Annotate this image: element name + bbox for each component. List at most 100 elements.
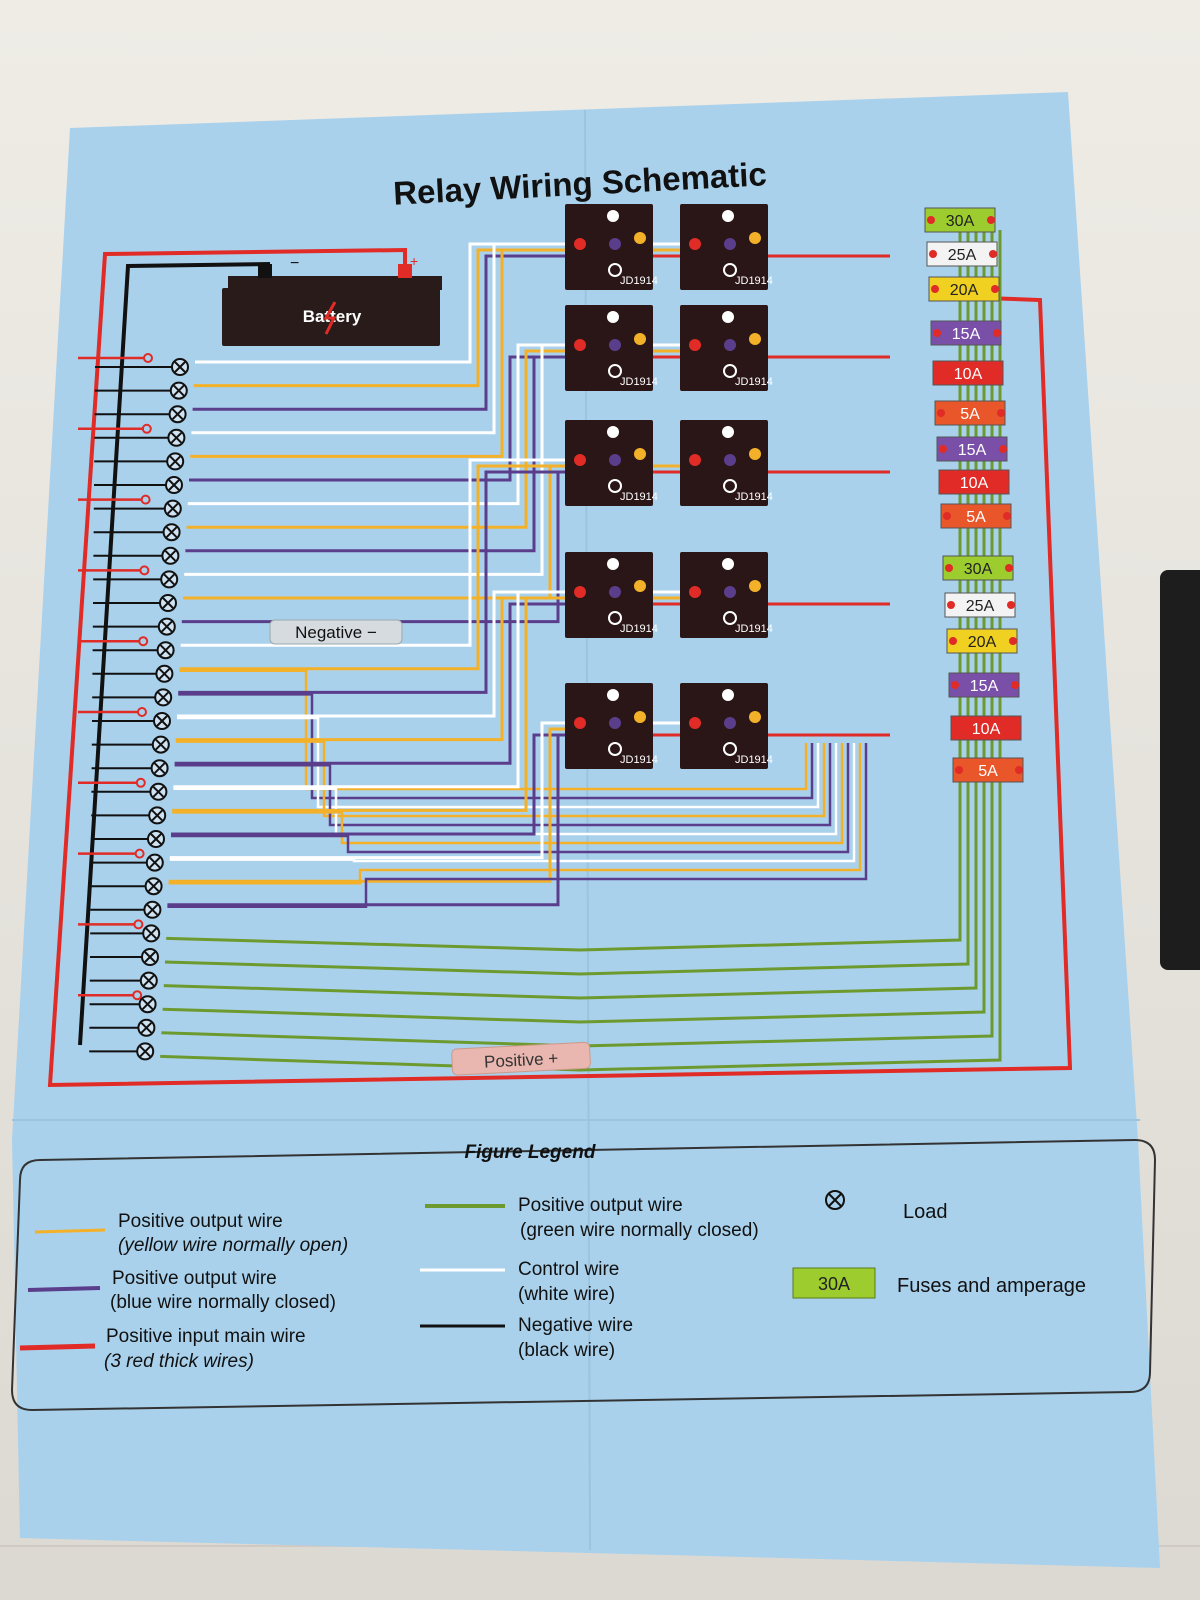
relay-body	[680, 204, 768, 290]
fuse-amperage-label: 20A	[950, 282, 979, 299]
return-wire	[167, 743, 868, 909]
fuse: 5A	[952, 757, 1024, 783]
relay-terminal-red	[574, 454, 586, 466]
fuse-amperage-label: 10A	[960, 475, 989, 492]
relay-model-label: JD1914	[735, 491, 773, 503]
relay: JD1914	[680, 204, 773, 290]
legend-item-4-line2: (green wire normally closed)	[520, 1220, 759, 1241]
relay-terminal-black	[608, 479, 622, 493]
fuse: 5A	[940, 503, 1012, 529]
fuse-terminal	[1013, 724, 1021, 732]
fuse-group: 30A25A20A15A10A5A15A10A5A30A25A20A15A10A…	[924, 207, 1024, 783]
relay-model-label: JD1914	[620, 623, 658, 635]
green-output-wire	[162, 230, 986, 1024]
load-icon	[139, 971, 158, 990]
return-wire	[172, 743, 844, 845]
positive-tag: Positive +	[451, 1041, 591, 1076]
load-icon-cross	[141, 998, 154, 1010]
relay-terminal-red	[689, 339, 701, 351]
return-wire	[168, 743, 862, 885]
load-icon	[160, 570, 179, 589]
load-icon-cross	[173, 384, 185, 397]
legend-fuse-swatch	[792, 1267, 876, 1299]
fuse-terminal	[941, 478, 949, 486]
output-wire	[192, 254, 585, 411]
load-icon-cross	[158, 668, 171, 680]
load-icon	[162, 523, 181, 542]
load-icon	[149, 782, 168, 801]
load-icon-cross	[171, 408, 184, 420]
load-icon	[141, 948, 159, 966]
load-icon-cross	[165, 526, 178, 538]
figure-legend: Figure Legend Positive output wire (yell…	[10, 1138, 1157, 1412]
fuse-amperage-label: 5A	[960, 406, 980, 423]
load-icon-cross	[168, 479, 180, 491]
fuse: 20A	[946, 628, 1018, 654]
fuse: 15A	[936, 436, 1008, 462]
fuse-terminal	[949, 637, 957, 645]
relay-terminal-black	[723, 742, 737, 756]
load-icon	[142, 924, 161, 943]
fuse-body	[942, 555, 1014, 581]
fuse-amperage-label: 10A	[972, 721, 1001, 738]
relay-terminal-red	[689, 586, 701, 598]
load-icon	[145, 853, 164, 872]
output-wire	[173, 590, 585, 789]
fuse-terminal	[943, 512, 951, 520]
legend-item-1-line1: Positive output wire	[118, 1211, 283, 1232]
relay-terminal-white	[607, 311, 619, 323]
legend-item-6-line1: Negative wire	[518, 1315, 633, 1336]
output-wire	[185, 355, 585, 553]
legend-item-3-line2: (3 red thick wires)	[104, 1351, 254, 1372]
load-icon	[147, 830, 165, 848]
fuse-terminal	[931, 285, 939, 293]
fuse-terminal	[955, 766, 963, 774]
switch-terminal	[133, 919, 144, 930]
relay-terminal-red	[574, 339, 586, 351]
relay-terminal-purple	[724, 586, 736, 598]
load-icon-cross	[169, 455, 181, 468]
fuse-terminal	[951, 681, 959, 689]
relay-terminal-white	[607, 426, 619, 438]
relay-body	[680, 552, 768, 638]
load-icon-cross	[167, 502, 179, 515]
relay: JD1914	[680, 305, 773, 391]
switch-terminal	[132, 990, 143, 1001]
load-icon-cross	[151, 809, 163, 822]
relay-model-label: JD1914	[620, 376, 658, 388]
fuse-terminal	[945, 564, 953, 572]
return-wire	[169, 743, 856, 863]
load-icon-cross	[147, 880, 160, 892]
output-wire	[190, 248, 585, 458]
battery-minus: −	[290, 255, 299, 272]
load-icon	[136, 1042, 155, 1061]
battery: Battery − +	[222, 253, 442, 346]
fuse-terminal	[1005, 564, 1013, 572]
relay-terminal-yellow	[749, 232, 761, 244]
legend-item-4-line1: Positive output wire	[518, 1195, 683, 1216]
fuse-body	[940, 503, 1012, 529]
relay: JD1914	[565, 420, 658, 506]
fuse-amperage-label: 30A	[946, 213, 975, 230]
relay-terminal-black	[608, 742, 622, 756]
relay-terminal-yellow	[634, 232, 646, 244]
legend-red-swatch	[19, 1343, 96, 1351]
legend-item-5-line1: Control wire	[518, 1259, 619, 1280]
fuse-terminal	[989, 250, 997, 258]
relay: JD1914	[565, 204, 658, 290]
legend-heading: Figure Legend	[465, 1142, 596, 1163]
legend-item-2-line1: Positive output wire	[112, 1268, 277, 1289]
relay-model-label: JD1914	[735, 623, 773, 635]
relay-model-label: JD1914	[735, 754, 773, 766]
relay-terminal-purple	[724, 454, 736, 466]
relay-terminal-purple	[609, 454, 621, 466]
load-icon-cross	[139, 1045, 151, 1058]
fuse-terminal	[927, 216, 935, 224]
fuse-body	[952, 757, 1024, 783]
relay-body	[565, 683, 653, 769]
fuse: 15A	[930, 320, 1002, 346]
load-icon-cross	[152, 786, 165, 798]
relay-terminal-red	[689, 717, 701, 729]
fuse-terminal	[929, 250, 937, 258]
load-icon	[153, 712, 171, 730]
